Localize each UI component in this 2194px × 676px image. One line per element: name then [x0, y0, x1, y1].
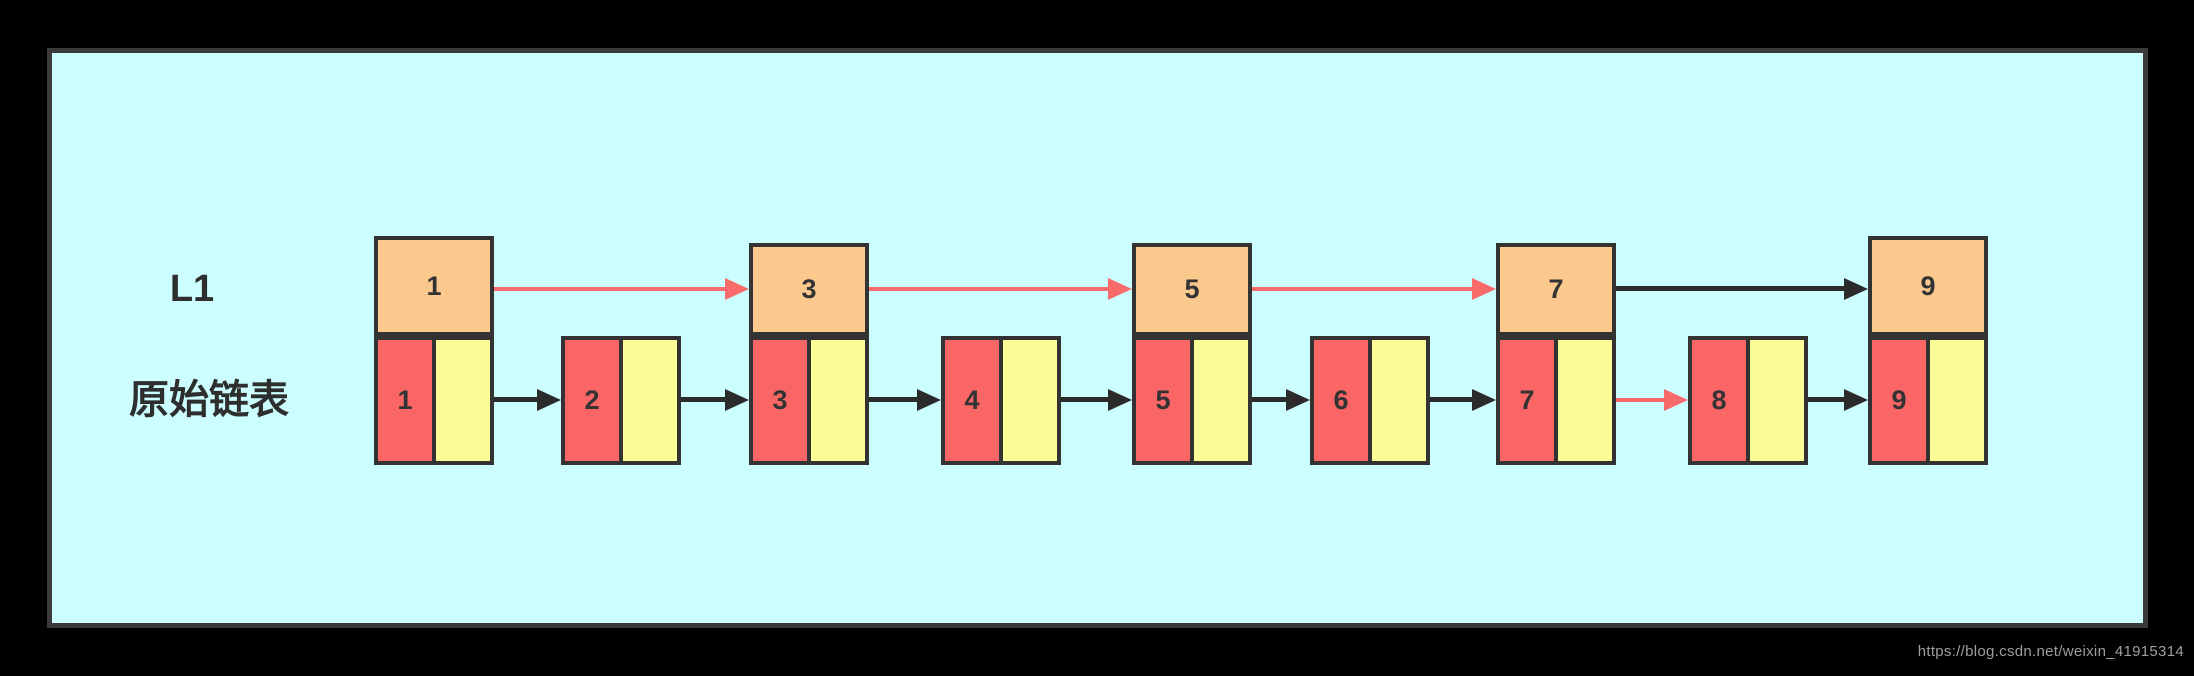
node-value: 8 — [1711, 385, 1727, 415]
arrowhead-bottom-1-2 — [537, 389, 561, 411]
arrow-bottom-8-9 — [1808, 397, 1850, 402]
node-3-box: 3 — [749, 336, 869, 465]
node-8-value-cell: 8 — [1692, 340, 1750, 461]
node-7-pointer-cell — [1558, 340, 1612, 461]
node-9-box: 9 — [1868, 336, 1988, 465]
arrow-bottom-3-4 — [869, 397, 923, 402]
arrow-top-1-3 — [494, 287, 731, 291]
node-9-top-box: 9 — [1868, 236, 1988, 336]
node-value: 1 — [426, 270, 442, 301]
arrowhead-bottom-5-6 — [1286, 389, 1310, 411]
arrowhead-bottom-3-4 — [917, 389, 941, 411]
node-2-box: 2 — [561, 336, 681, 465]
node-1-value-cell: 1 — [378, 340, 436, 461]
arrow-bottom-2-3 — [681, 397, 731, 402]
node-value: 4 — [964, 385, 980, 415]
list-l1-label: L1 — [169, 268, 215, 310]
arrowhead-bottom-4-5 — [1108, 389, 1132, 411]
original-list-label: 原始链表 — [129, 378, 289, 422]
node-1-box: 1 — [374, 336, 494, 465]
node-3-top-box: 3 — [749, 243, 869, 336]
node-5-pointer-cell — [1194, 340, 1248, 461]
arrow-top-7-9 — [1616, 286, 1850, 291]
node-value: 9 — [1920, 270, 1936, 301]
node-value: 7 — [1548, 274, 1564, 304]
node-value: 5 — [1155, 385, 1171, 415]
node-3-value-cell: 3 — [753, 340, 811, 461]
arrow-bottom-4-5 — [1061, 397, 1114, 402]
node-2-pointer-cell — [623, 340, 677, 461]
node-value: 7 — [1519, 385, 1535, 415]
node-2-value-cell: 2 — [565, 340, 623, 461]
node-9-value-cell: 9 — [1872, 340, 1930, 461]
node-value: 5 — [1184, 274, 1200, 304]
arrowhead-top-5-7 — [1472, 278, 1496, 300]
arrowhead-bottom-2-3 — [725, 389, 749, 411]
node-3-pointer-cell — [811, 340, 865, 461]
node-value: 2 — [584, 385, 600, 415]
arrowhead-top-3-5 — [1108, 278, 1132, 300]
arrow-top-3-5 — [869, 287, 1114, 291]
arrow-bottom-1-2 — [494, 397, 543, 402]
arrowhead-bottom-6-7 — [1472, 389, 1496, 411]
node-7-box: 7 — [1496, 336, 1616, 465]
arrow-bottom-6-7 — [1430, 397, 1478, 402]
arrowhead-top-7-9 — [1844, 278, 1868, 300]
node-4-value-cell: 4 — [945, 340, 1003, 461]
arrowhead-bottom-7-8 — [1664, 389, 1688, 411]
node-value: 6 — [1333, 385, 1349, 415]
node-6-value-cell: 6 — [1314, 340, 1372, 461]
node-value: 3 — [772, 385, 788, 415]
node-value: 9 — [1891, 385, 1907, 415]
arrowhead-bottom-8-9 — [1844, 389, 1868, 411]
node-7-top-box: 7 — [1496, 243, 1616, 336]
node-8-box: 8 — [1688, 336, 1808, 465]
node-value: 3 — [801, 274, 817, 304]
node-4-box: 4 — [941, 336, 1061, 465]
node-5-value-cell: 5 — [1136, 340, 1194, 461]
arrowhead-top-1-3 — [725, 278, 749, 300]
arrow-top-5-7 — [1252, 287, 1478, 291]
node-9-pointer-cell — [1930, 340, 1984, 461]
node-8-pointer-cell — [1750, 340, 1804, 461]
node-7-value-cell: 7 — [1500, 340, 1558, 461]
node-value: 1 — [397, 385, 413, 415]
node-6-pointer-cell — [1372, 340, 1426, 461]
node-6-box: 6 — [1310, 336, 1430, 465]
node-5-box: 5 — [1132, 336, 1252, 465]
node-1-top-box: 1 — [374, 236, 494, 336]
arrow-bottom-7-8 — [1616, 398, 1670, 402]
watermark-url: https://blog.csdn.net/weixin_41915314 — [1917, 643, 2184, 660]
arrow-bottom-5-6 — [1252, 397, 1292, 402]
node-4-pointer-cell — [1003, 340, 1057, 461]
node-5-top-box: 5 — [1132, 243, 1252, 336]
node-1-pointer-cell — [436, 340, 490, 461]
